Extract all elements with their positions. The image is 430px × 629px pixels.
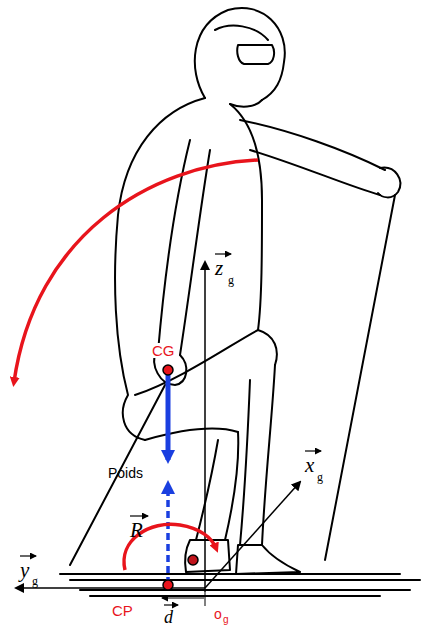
force-label: Poids — [108, 466, 143, 480]
origin-label: o — [214, 607, 222, 621]
z-axis — [204, 262, 206, 592]
cp-point — [163, 580, 173, 590]
vector-label: R — [130, 520, 143, 541]
axis-subscript: g — [317, 471, 323, 483]
reaction-arrow — [166, 484, 170, 584]
axis-label: z — [215, 258, 223, 279]
point-label: CP — [112, 603, 133, 618]
origin-subscript: g — [223, 615, 229, 625]
ankle-point — [188, 555, 198, 565]
axis-label: y — [20, 560, 29, 581]
vector-accents — [20, 254, 321, 605]
y-axis — [16, 587, 205, 589]
cg-point — [163, 365, 173, 375]
rotation-arrow — [14, 160, 258, 382]
d-tick — [205, 592, 206, 606]
axis-subscript: g — [32, 575, 38, 587]
skis — [60, 574, 420, 596]
point-label: CG — [151, 343, 176, 358]
axis-label: x — [305, 455, 314, 476]
d-dimension — [162, 598, 204, 599]
dimension-label: d — [164, 608, 173, 626]
x-axis — [205, 482, 300, 588]
weight-arrow — [166, 372, 171, 460]
axis-subscript: g — [228, 274, 234, 286]
skier-outline — [70, 8, 400, 574]
